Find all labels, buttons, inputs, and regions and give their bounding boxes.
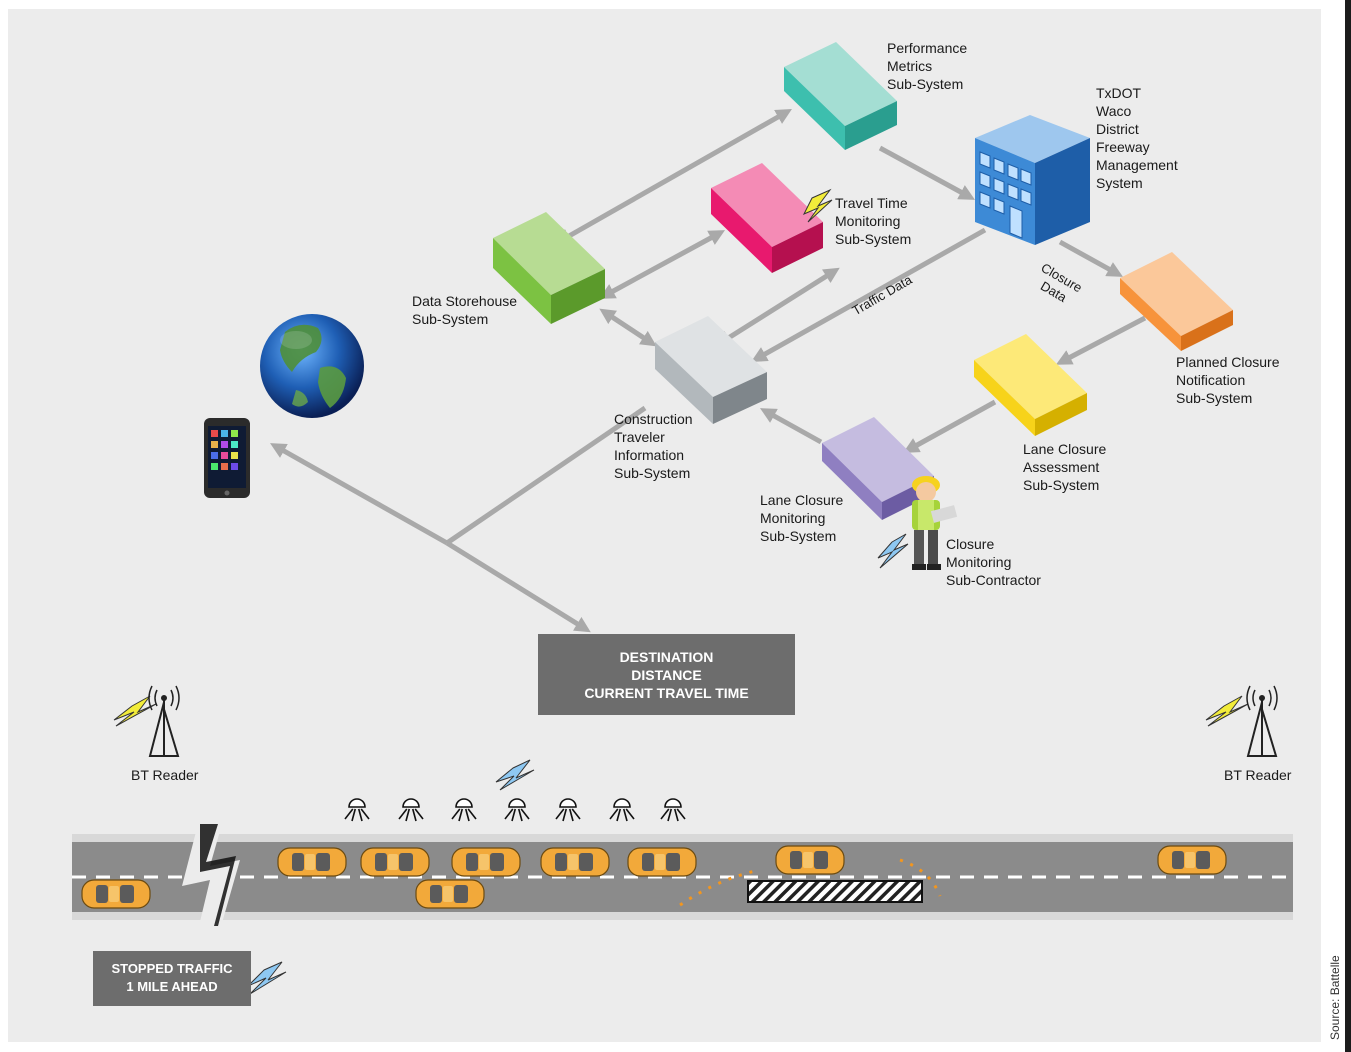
sensor-icon — [398, 798, 424, 822]
right-edge-bar — [1345, 0, 1351, 1052]
flow-arrows — [270, 109, 1147, 633]
lightning-icon — [495, 759, 535, 791]
label-performance-metrics: Performance Metrics Sub-System — [887, 40, 968, 92]
lightning-icon — [247, 961, 287, 995]
label-bt-reader-left: BT Reader — [131, 767, 199, 783]
label-planned-closure: Planned Closure Notification Sub-System — [1176, 354, 1280, 406]
bluetooth-tower-icon — [1205, 685, 1278, 757]
sensor-icon — [555, 798, 581, 822]
arrow-hub-globe — [270, 443, 449, 546]
arrow-hub-sign — [445, 540, 591, 633]
car-icon — [1157, 845, 1227, 875]
arrow-construction-hub — [445, 405, 647, 546]
sensor-icon — [660, 798, 686, 822]
lightning-icon — [802, 188, 833, 223]
car-icon — [775, 845, 845, 875]
box-performance — [784, 42, 897, 150]
road — [72, 824, 1293, 930]
arrow-txdot-planned — [1058, 239, 1123, 277]
car-icon — [540, 847, 610, 877]
car-row — [81, 845, 1227, 909]
box-travel-time — [711, 163, 823, 273]
label-bt-reader-right: BT Reader — [1224, 767, 1292, 783]
box-lane-assessment — [974, 334, 1087, 436]
lightning-icon — [877, 533, 909, 569]
building-icon — [975, 115, 1090, 245]
arrow-performance-txdot — [878, 145, 976, 200]
label-lane-assessment: Lane Closure Assessment Sub-System — [1023, 441, 1107, 493]
sensor-row — [344, 798, 686, 822]
sensor-icon — [609, 798, 635, 822]
destination-sign: DESTINATION DISTANCE CURRENT TRAVEL TIME — [538, 634, 795, 715]
sensor-icon — [344, 798, 370, 822]
globe-icon — [260, 314, 364, 418]
label-closure-contractor: Closure Monitoring Sub-Contractor — [946, 536, 1041, 588]
car-icon — [627, 847, 697, 877]
car-icon — [451, 847, 521, 877]
arrow-storehouse-construction — [599, 308, 657, 347]
label-construction: Construction Traveler Information Sub-Sy… — [614, 411, 693, 481]
car-icon — [415, 879, 485, 909]
smartphone-icon — [204, 418, 250, 498]
arrow-construction-traveltime — [715, 267, 840, 347]
arrow-storehouse-traveltime — [598, 230, 726, 299]
car-icon — [360, 847, 430, 877]
car-icon — [81, 879, 151, 909]
label-travel-time: Travel Time Monitoring Sub-System — [835, 195, 912, 247]
stopped-traffic-sign: STOPPED TRAFFIC 1 MILE AHEAD — [93, 951, 251, 1006]
box-planned-closure — [1120, 252, 1233, 351]
bluetooth-tower-icon — [113, 685, 180, 757]
sensor-icon — [504, 798, 530, 822]
label-txdot: TxDOT Waco District Freeway Management S… — [1096, 85, 1178, 191]
arrow-txdot-construction — [751, 227, 987, 362]
arrow-planned-assessment — [1055, 315, 1147, 365]
arrow-assessment-monitoring — [902, 399, 997, 453]
car-icon — [277, 847, 347, 877]
box-data-storehouse — [493, 212, 605, 324]
arrow-storehouse-performance — [555, 109, 792, 244]
label-data-storehouse: Data Storehouse Sub-System — [412, 293, 518, 327]
source-credit: Source: Battelle — [1328, 955, 1342, 1040]
worker-icon — [912, 476, 958, 570]
label-lane-monitoring: Lane Closure Monitoring Sub-System — [760, 492, 844, 544]
sensor-icon — [451, 798, 477, 822]
box-construction — [655, 316, 767, 424]
arrow-monitoring-construction — [760, 408, 823, 445]
